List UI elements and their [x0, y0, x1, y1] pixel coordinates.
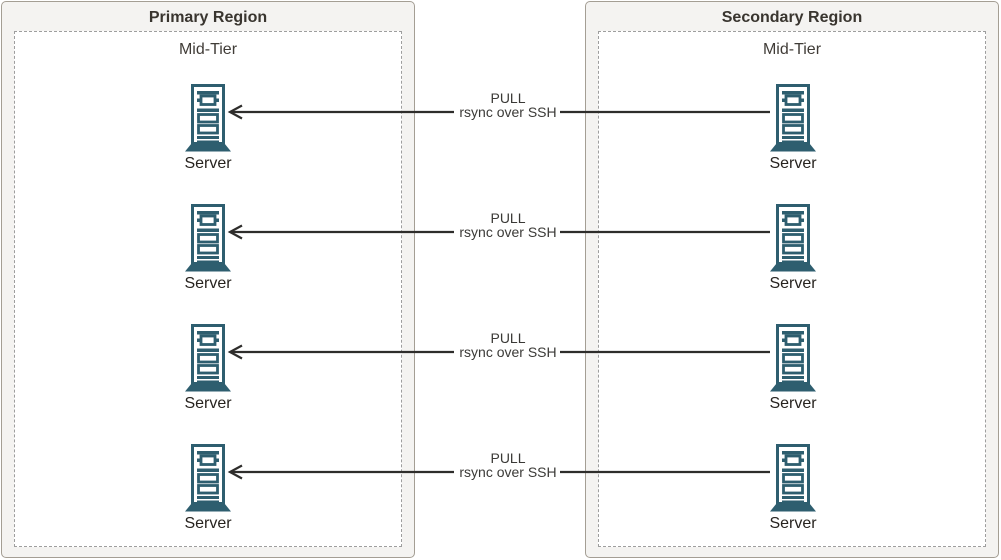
pull-arrow-label-1: PULL rsync over SSH — [445, 91, 571, 119]
primary-server-4: Server — [168, 444, 248, 533]
server-icon — [185, 84, 231, 152]
pull-label: PULL — [490, 450, 526, 466]
rsync-label: rsync over SSH — [459, 344, 557, 360]
pull-label: PULL — [490, 90, 526, 106]
server-icon — [185, 324, 231, 392]
server-label: Server — [769, 155, 817, 172]
primary-server-3: Server — [168, 324, 248, 413]
secondary-server-3: Server — [753, 324, 833, 413]
server-label: Server — [184, 395, 232, 412]
server-label: Server — [769, 515, 817, 532]
rsync-label: rsync over SSH — [459, 224, 557, 240]
primary-server-1: Server — [168, 84, 248, 173]
pull-label: PULL — [490, 330, 526, 346]
primary-midtier-label: Mid-Tier — [178, 41, 238, 58]
server-icon — [185, 204, 231, 272]
rsync-label: rsync over SSH — [459, 464, 557, 480]
secondary-server-2: Server — [753, 204, 833, 293]
pull-arrow-label-2: PULL rsync over SSH — [445, 211, 571, 239]
pull-arrow-label-3: PULL rsync over SSH — [445, 331, 571, 359]
server-label: Server — [184, 515, 232, 532]
server-label: Server — [184, 275, 232, 292]
rsync-label: rsync over SSH — [459, 104, 557, 120]
secondary-midtier-label: Mid-Tier — [762, 41, 822, 58]
server-label: Server — [184, 155, 232, 172]
primary-server-2: Server — [168, 204, 248, 293]
primary-region-title: Primary Region — [148, 9, 268, 26]
secondary-region-title: Secondary Region — [721, 9, 863, 26]
server-label: Server — [769, 395, 817, 412]
server-icon — [770, 84, 816, 152]
server-icon — [770, 204, 816, 272]
server-icon — [770, 444, 816, 512]
secondary-server-4: Server — [753, 444, 833, 533]
pull-arrow-label-4: PULL rsync over SSH — [445, 451, 571, 479]
pull-label: PULL — [490, 210, 526, 226]
server-icon — [770, 324, 816, 392]
server-icon — [185, 444, 231, 512]
server-label: Server — [769, 275, 817, 292]
secondary-server-1: Server — [753, 84, 833, 173]
